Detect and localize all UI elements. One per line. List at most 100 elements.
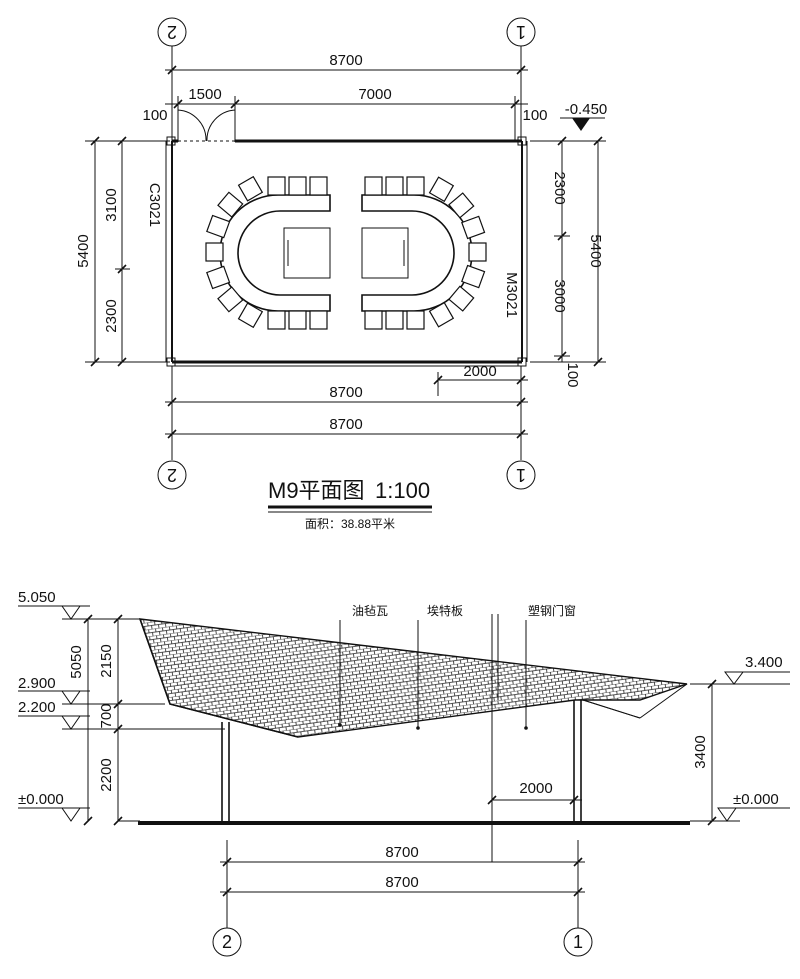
- level-text: 2.900: [18, 675, 56, 692]
- level-marker-top: 5.050: [18, 589, 140, 620]
- chair: [237, 302, 264, 329]
- dim-text: 1500: [188, 86, 221, 103]
- chair: [385, 310, 404, 330]
- dim-text: 2300: [103, 299, 120, 332]
- chair: [217, 286, 244, 313]
- chair: [364, 176, 383, 196]
- annotations: 油毡瓦 埃特板 塑钢门窗: [338, 603, 576, 730]
- chair: [468, 242, 487, 262]
- elev-axis-bubble-right: 1: [563, 927, 593, 957]
- chair: [428, 301, 455, 328]
- level-marker-right-top: 3.400: [690, 654, 790, 685]
- chair: [309, 176, 328, 196]
- dim-right: 2300 3000 5400 100: [530, 136, 606, 388]
- dim-text: 2000: [519, 780, 552, 797]
- dim-text: 5050: [68, 645, 85, 678]
- elev-dim-left: 5050 2150 700 2200: [68, 614, 123, 826]
- dim-text: 3400: [692, 735, 709, 768]
- dim-top-total: 8700: [165, 52, 528, 75]
- label-window: 塑钢门窗: [528, 603, 576, 618]
- level-text: 2.200: [18, 699, 56, 716]
- elevation-view: 5.050 2.900 2.200 ±0.000: [18, 589, 790, 957]
- elev-dim-2000: 2000: [487, 614, 582, 862]
- level-text: ±0.000: [18, 791, 64, 808]
- chair: [385, 176, 404, 196]
- axis-bubble-bottom-right: 1: [506, 460, 536, 490]
- axis-bubble-bottom-left: 2: [157, 460, 187, 490]
- dim-text: 2150: [98, 644, 115, 677]
- dim-text: 100: [564, 362, 581, 387]
- level-marker-right-ground: ±0.000: [717, 791, 790, 822]
- plan-view: 2 1 8700 1500 7000 100 1: [75, 17, 607, 531]
- window-code: C3021: [146, 183, 163, 227]
- dim-text: 700: [98, 703, 115, 728]
- axis-label: 1: [573, 932, 583, 952]
- level-marker-mid2: 2.200: [18, 699, 225, 730]
- chair: [428, 176, 455, 203]
- axis-bubble-top-left: 2: [157, 17, 187, 47]
- plan-title-block: M9平面图 1:100 面积：38.88平米: [268, 478, 432, 531]
- chair: [288, 176, 307, 196]
- dim-left: 5400 3100 2300: [75, 136, 170, 367]
- chair: [461, 264, 486, 289]
- dim-text: 2200: [98, 758, 115, 791]
- axis-label: 1: [516, 22, 526, 42]
- chair: [237, 175, 264, 202]
- roof: [138, 618, 688, 738]
- chair: [309, 310, 328, 330]
- level-marker-ground-left: ±0.000: [18, 791, 90, 822]
- chair: [448, 192, 475, 219]
- axis-label: 2: [222, 932, 232, 952]
- elev-dim-right: 3400: [692, 679, 717, 826]
- axis-label: 2: [167, 465, 177, 485]
- axis-label: 2: [167, 22, 177, 42]
- chairs: [205, 175, 487, 330]
- label-roof: 油毡瓦: [352, 604, 388, 618]
- dim-text: 8700: [329, 384, 362, 401]
- level-text: -0.450: [565, 101, 608, 118]
- dim-text: 8700: [385, 844, 418, 861]
- dim-text: 2000: [463, 363, 496, 380]
- dim-text: 5400: [75, 234, 92, 267]
- dim-text: 8700: [385, 874, 418, 891]
- chair: [205, 242, 224, 262]
- dim-text: 8700: [329, 416, 362, 433]
- conference-table: [219, 194, 473, 312]
- dim-text: 100: [522, 107, 547, 124]
- chair: [267, 176, 286, 196]
- elev-dim-bottom: 8700 8700: [220, 840, 585, 928]
- chair: [267, 310, 286, 330]
- dim-top-parts: 1500 7000 100 100: [142, 86, 548, 142]
- chair: [217, 191, 244, 218]
- dim-text: 2300: [551, 171, 568, 204]
- chair: [288, 310, 307, 330]
- level-marker-plan: -0.450: [560, 101, 607, 131]
- chair: [406, 310, 425, 330]
- axis-label: 1: [516, 465, 526, 485]
- plan-scale: 1:100: [375, 478, 430, 503]
- dim-bottom: 2000 8700 8700: [165, 363, 528, 460]
- chair: [206, 214, 231, 239]
- level-text: 3.400: [745, 654, 783, 671]
- chair: [448, 285, 475, 312]
- dim-text: 7000: [358, 86, 391, 103]
- dim-text: 5400: [587, 234, 604, 267]
- level-text: ±0.000: [733, 791, 779, 808]
- plan-area: 面积：38.88平米: [305, 517, 395, 531]
- elev-axis-bubble-left: 2: [212, 927, 242, 957]
- dim-text: 3100: [103, 188, 120, 221]
- label-board: 埃特板: [427, 603, 463, 618]
- axis-bubble-top-right: 1: [506, 17, 536, 47]
- dim-text: 8700: [329, 52, 362, 69]
- dim-text: 3000: [551, 279, 568, 312]
- plan-walls: [165, 109, 528, 367]
- columns: [221, 700, 582, 822]
- chair: [206, 265, 231, 290]
- chair: [406, 176, 425, 196]
- level-text: 5.050: [18, 589, 56, 606]
- dim-text: 100: [142, 107, 167, 124]
- level-marker-mid1: 2.900: [18, 675, 165, 705]
- door-code: M3021: [503, 272, 520, 318]
- chair: [364, 310, 383, 330]
